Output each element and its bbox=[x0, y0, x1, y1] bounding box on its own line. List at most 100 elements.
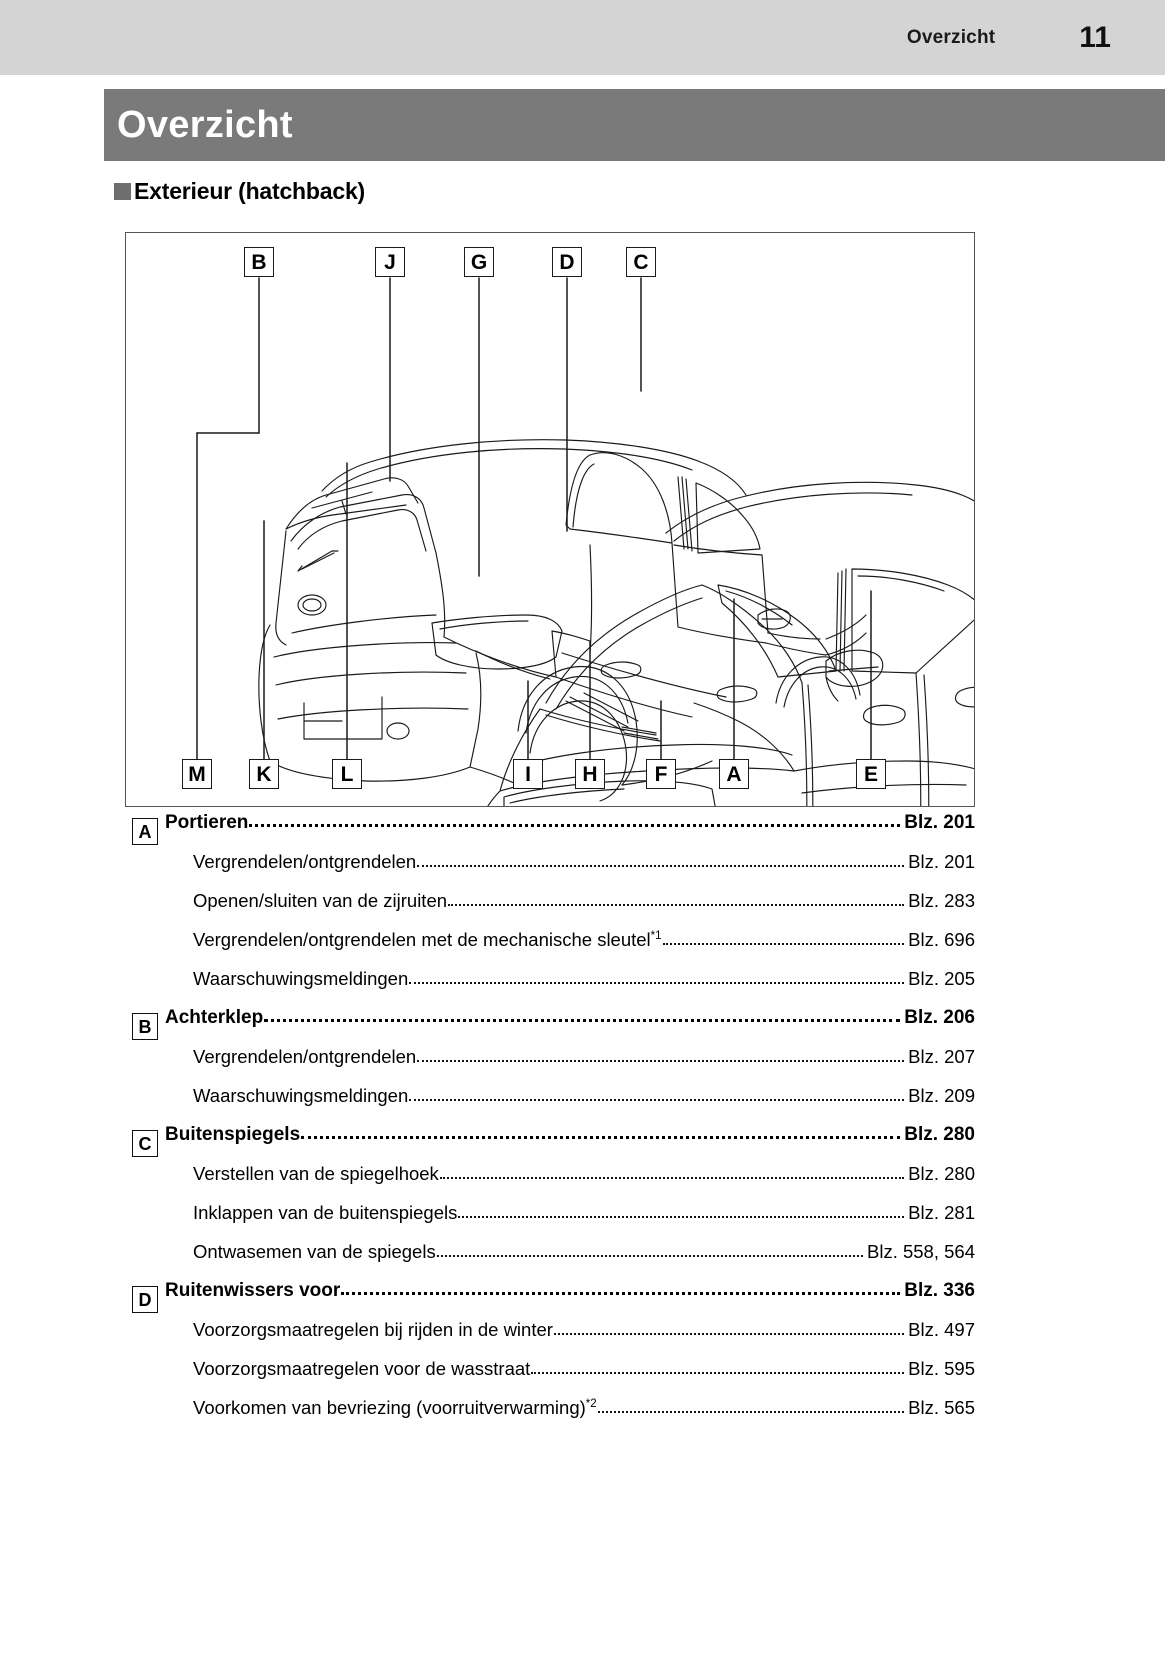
callout-i: I bbox=[513, 759, 543, 789]
leader-dots bbox=[436, 1255, 863, 1257]
index-sub-label: Waarschuwingsmeldingen bbox=[193, 968, 409, 989]
leader-dots bbox=[448, 904, 905, 906]
index-tag-d: D bbox=[132, 1286, 158, 1313]
leader-dots bbox=[341, 1292, 901, 1295]
index-main-label: Portieren bbox=[165, 812, 249, 833]
index-sub-row[interactable]: Voorkomen van bevriezing (voorruitverwar… bbox=[125, 1397, 975, 1436]
index-tag-cell: B bbox=[125, 1013, 165, 1040]
index-tag-c: C bbox=[132, 1130, 158, 1157]
index-main-label: Achterklep bbox=[165, 1007, 264, 1028]
leader-dots bbox=[417, 1060, 905, 1062]
index-sub-row[interactable]: Voorzorgsmaatregelen bij rijden in de wi… bbox=[125, 1319, 975, 1358]
index-sub-row[interactable]: Inklappen van de buitenspiegels Blz. 281 bbox=[125, 1202, 975, 1241]
index-sub-row[interactable]: Voorzorgsmaatregelen voor de wasstraat B… bbox=[125, 1358, 975, 1397]
leader-dots bbox=[439, 1177, 905, 1179]
index-main-row[interactable]: C Buitenspiegels Blz. 280 bbox=[125, 1124, 975, 1163]
leader-dots bbox=[662, 943, 905, 945]
section-heading: Exterieur (hatchback) bbox=[114, 178, 365, 205]
car-rear-view bbox=[258, 439, 867, 802]
index-sub-page: Blz. 205 bbox=[908, 968, 975, 989]
callout-c: C bbox=[626, 247, 656, 277]
index-sub-row[interactable]: Waarschuwingsmeldingen Blz. 209 bbox=[125, 1085, 975, 1124]
index-sub-page: Blz. 497 bbox=[908, 1319, 975, 1340]
leader-dots bbox=[409, 982, 905, 984]
index-sub-label: Verstellen van de spiegelhoek bbox=[193, 1163, 439, 1184]
index-sub-page: Blz. 209 bbox=[908, 1085, 975, 1106]
index-sub-row[interactable]: Openen/sluiten van de zijruiten Blz. 283 bbox=[125, 890, 975, 929]
index-main-page: Blz. 201 bbox=[904, 812, 975, 833]
index-sub-page: Blz. 696 bbox=[908, 929, 975, 950]
index-sub-row[interactable]: Verstellen van de spiegelhoek Blz. 280 bbox=[125, 1163, 975, 1202]
car-front-view bbox=[487, 481, 974, 806]
leader-dots bbox=[458, 1216, 905, 1218]
leader-dots bbox=[531, 1372, 905, 1374]
index-main-row[interactable]: B Achterklep Blz. 206 bbox=[125, 1007, 975, 1046]
footnote-marker: *2 bbox=[585, 1397, 597, 1410]
index-tag-cell: A bbox=[125, 818, 165, 845]
index-sub-page: Blz. 283 bbox=[908, 890, 975, 911]
leader-dots bbox=[553, 1333, 905, 1335]
index-sub-row[interactable]: Vergrendelen/ontgrendelen met de mechani… bbox=[125, 929, 975, 968]
section-heading-label: Exterieur (hatchback) bbox=[134, 178, 365, 204]
index-sub-row[interactable]: Ontwasemen van de spiegels Blz. 558, 564 bbox=[125, 1241, 975, 1280]
index-sub-label: Vergrendelen/ontgrendelen met de mechani… bbox=[193, 929, 662, 950]
callout-a: A bbox=[719, 759, 749, 789]
index-sub-row[interactable]: Waarschuwingsmeldingen Blz. 205 bbox=[125, 968, 975, 1007]
footnote-marker: *1 bbox=[650, 929, 662, 942]
index-tag-cell: D bbox=[125, 1286, 165, 1313]
index-sub-row[interactable]: Vergrendelen/ontgrendelen Blz. 207 bbox=[125, 1046, 975, 1085]
running-header-title: Overzicht bbox=[906, 26, 996, 48]
leader-dots bbox=[264, 1019, 901, 1022]
chapter-title: Overzicht bbox=[117, 103, 293, 146]
callout-e: E bbox=[856, 759, 886, 789]
callout-j: J bbox=[375, 247, 405, 277]
index-sub-page: Blz. 281 bbox=[908, 1202, 975, 1223]
exterior-index-list: A Portieren Blz. 201 Vergrendelen/ontgre… bbox=[125, 812, 975, 1436]
index-sub-page: Blz. 207 bbox=[908, 1046, 975, 1067]
callout-m: M bbox=[182, 759, 212, 789]
index-tag-b: B bbox=[132, 1013, 158, 1040]
index-sub-label: Openen/sluiten van de zijruiten bbox=[193, 890, 448, 911]
leader-dots bbox=[597, 1411, 905, 1413]
index-sub-label: Vergrendelen/ontgrendelen bbox=[193, 1046, 417, 1067]
chapter-banner: Overzicht bbox=[104, 89, 1165, 161]
index-main-label: Buitenspiegels bbox=[165, 1124, 301, 1145]
page-number: 11 bbox=[1079, 20, 1111, 54]
leader-dots bbox=[301, 1136, 901, 1139]
index-sub-label: Voorkomen van bevriezing (voorruitverwar… bbox=[193, 1397, 597, 1418]
index-sub-label: Voorzorgsmaatregelen voor de wasstraat bbox=[193, 1358, 531, 1379]
index-main-row[interactable]: D Ruitenwissers voor Blz. 336 bbox=[125, 1280, 975, 1319]
index-sub-page: Blz. 558, 564 bbox=[867, 1241, 975, 1262]
callout-l: L bbox=[332, 759, 362, 789]
index-sub-page: Blz. 201 bbox=[908, 851, 975, 872]
callout-f: F bbox=[646, 759, 676, 789]
index-tag-cell: C bbox=[125, 1130, 165, 1157]
callout-g: G bbox=[464, 247, 494, 277]
index-main-page: Blz. 280 bbox=[904, 1124, 975, 1145]
index-main-label: Ruitenwissers voor bbox=[165, 1280, 341, 1301]
index-sub-page: Blz. 280 bbox=[908, 1163, 975, 1184]
exterior-illustration-frame: B J G D C M K L I H F A E bbox=[125, 232, 975, 807]
index-main-row[interactable]: A Portieren Blz. 201 bbox=[125, 812, 975, 851]
index-sub-label: Inklappen van de buitenspiegels bbox=[193, 1202, 458, 1223]
callout-d: D bbox=[552, 247, 582, 277]
callout-leader-lines bbox=[196, 277, 872, 762]
leader-dots bbox=[417, 865, 905, 867]
index-sub-label: Vergrendelen/ontgrendelen bbox=[193, 851, 417, 872]
index-sub-row[interactable]: Vergrendelen/ontgrendelen Blz. 201 bbox=[125, 851, 975, 890]
index-sub-label: Voorzorgsmaatregelen bij rijden in de wi… bbox=[193, 1319, 553, 1340]
leader-dots bbox=[409, 1099, 905, 1101]
index-sub-label: Waarschuwingsmeldingen bbox=[193, 1085, 409, 1106]
index-sub-page: Blz. 565 bbox=[908, 1397, 975, 1418]
index-main-page: Blz. 336 bbox=[904, 1280, 975, 1301]
page-running-header: Overzicht 11 bbox=[0, 0, 1165, 75]
callout-k: K bbox=[249, 759, 279, 789]
leader-dots bbox=[249, 824, 901, 827]
index-sub-label: Ontwasemen van de spiegels bbox=[193, 1241, 436, 1262]
callout-b: B bbox=[244, 247, 274, 277]
index-sub-page: Blz. 595 bbox=[908, 1358, 975, 1379]
callout-h: H bbox=[575, 759, 605, 789]
index-tag-a: A bbox=[132, 818, 158, 845]
car-exterior-diagram bbox=[196, 277, 974, 806]
index-main-page: Blz. 206 bbox=[904, 1007, 975, 1028]
